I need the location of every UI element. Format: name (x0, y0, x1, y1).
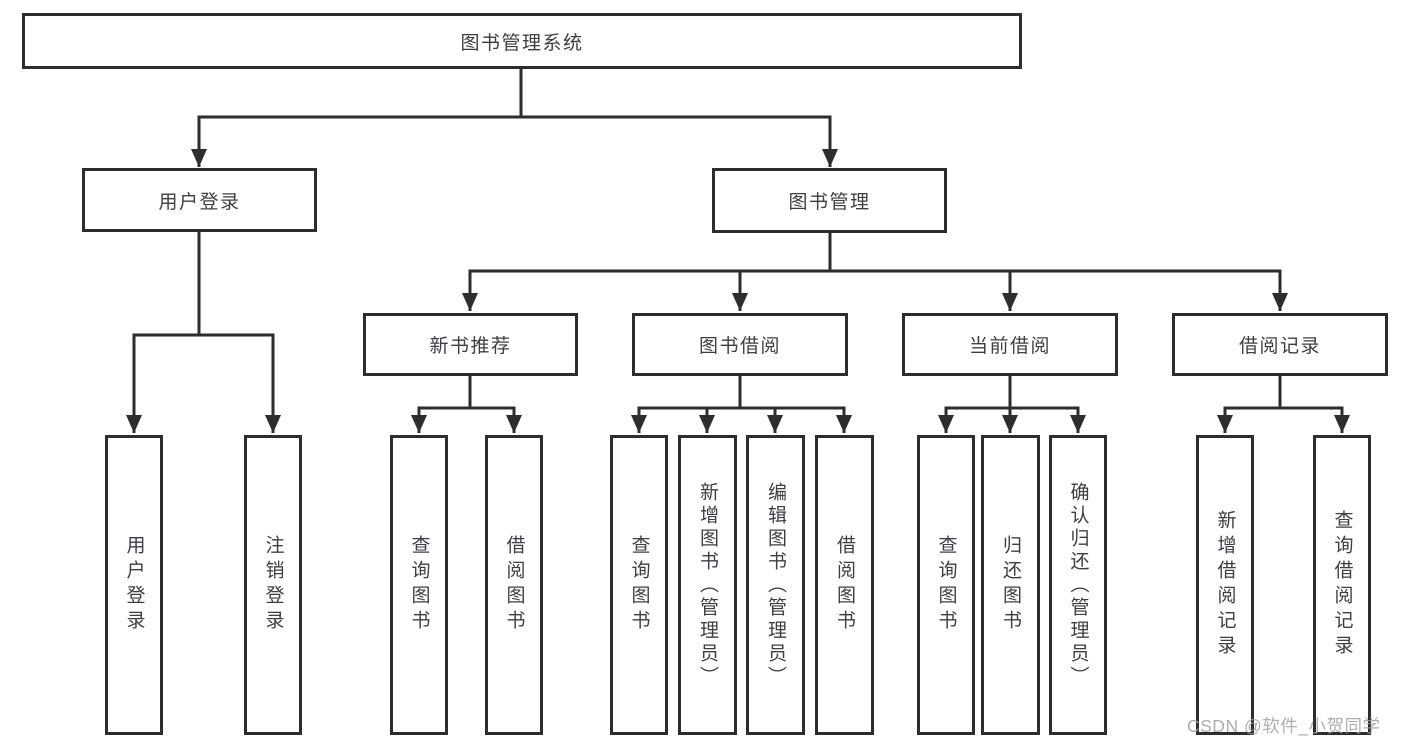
connector-book-management-children (462, 231, 1288, 311)
node-logout-leaf: 注销登录 (244, 435, 302, 735)
node-query-books-under-borrowing-label: 查询图书 (628, 535, 650, 635)
node-query-books-under-current-label: 查询图书 (935, 535, 957, 635)
node-user-login-leaf-label: 用户登录 (123, 535, 145, 635)
node-edit-books-admin-label: 编辑图书（管理员） (765, 481, 786, 689)
node-edit-books-admin: 编辑图书（管理员） (746, 435, 805, 735)
node-user-login: 用户登录 (82, 168, 317, 232)
connector-root-to-level2 (191, 67, 838, 167)
node-query-books-under-recommend: 查询图书 (390, 435, 448, 735)
node-new-book-recommend: 新书推荐 (363, 313, 578, 376)
node-borrowing-records: 借阅记录 (1172, 313, 1388, 376)
node-book-management: 图书管理 (712, 168, 947, 233)
node-user-login-leaf: 用户登录 (105, 435, 163, 735)
node-borrow-books-under-borrowing: 借阅图书 (815, 435, 874, 735)
node-return-books: 归还图书 (981, 435, 1040, 735)
node-return-books-label: 归还图书 (1000, 535, 1021, 635)
node-query-borrowing-record-label: 查询借阅记录 (1331, 510, 1353, 660)
node-query-borrowing-record: 查询借阅记录 (1313, 435, 1371, 735)
csdn-watermark: CSDN @软件_小贺同学 (1187, 716, 1381, 736)
node-borrow-books-under-recommend: 借阅图书 (485, 435, 543, 735)
connector-current-borrowing-children (938, 374, 1086, 433)
node-borrow-books-under-recommend-label: 借阅图书 (503, 535, 525, 635)
node-confirm-return-admin: 确认归还（管理员） (1049, 435, 1107, 735)
node-query-books-under-recommend-label: 查询图书 (408, 535, 430, 635)
node-add-borrowing-record: 新增借阅记录 (1196, 435, 1254, 735)
node-add-books-admin: 新增图书（管理员） (678, 435, 737, 735)
node-query-books-under-borrowing: 查询图书 (610, 435, 668, 735)
connector-user-login-children (126, 230, 281, 433)
connector-book-borrowing-children (631, 374, 852, 433)
connector-borrowing-records-children (1217, 374, 1350, 433)
node-current-borrowing: 当前借阅 (902, 313, 1118, 376)
node-add-books-admin-label: 新增图书（管理员） (697, 481, 718, 689)
connector-new-book-recommend-children (411, 374, 522, 433)
node-library-management-system: 图书管理系统 (22, 13, 1022, 69)
node-book-borrowing: 图书借阅 (632, 313, 848, 376)
node-borrow-books-under-borrowing-label: 借阅图书 (834, 535, 855, 635)
node-add-borrowing-record-label: 新增借阅记录 (1214, 510, 1236, 660)
node-confirm-return-admin-label: 确认归还（管理员） (1067, 481, 1089, 689)
node-query-books-under-current: 查询图书 (917, 435, 975, 735)
node-logout-leaf-label: 注销登录 (262, 535, 284, 635)
